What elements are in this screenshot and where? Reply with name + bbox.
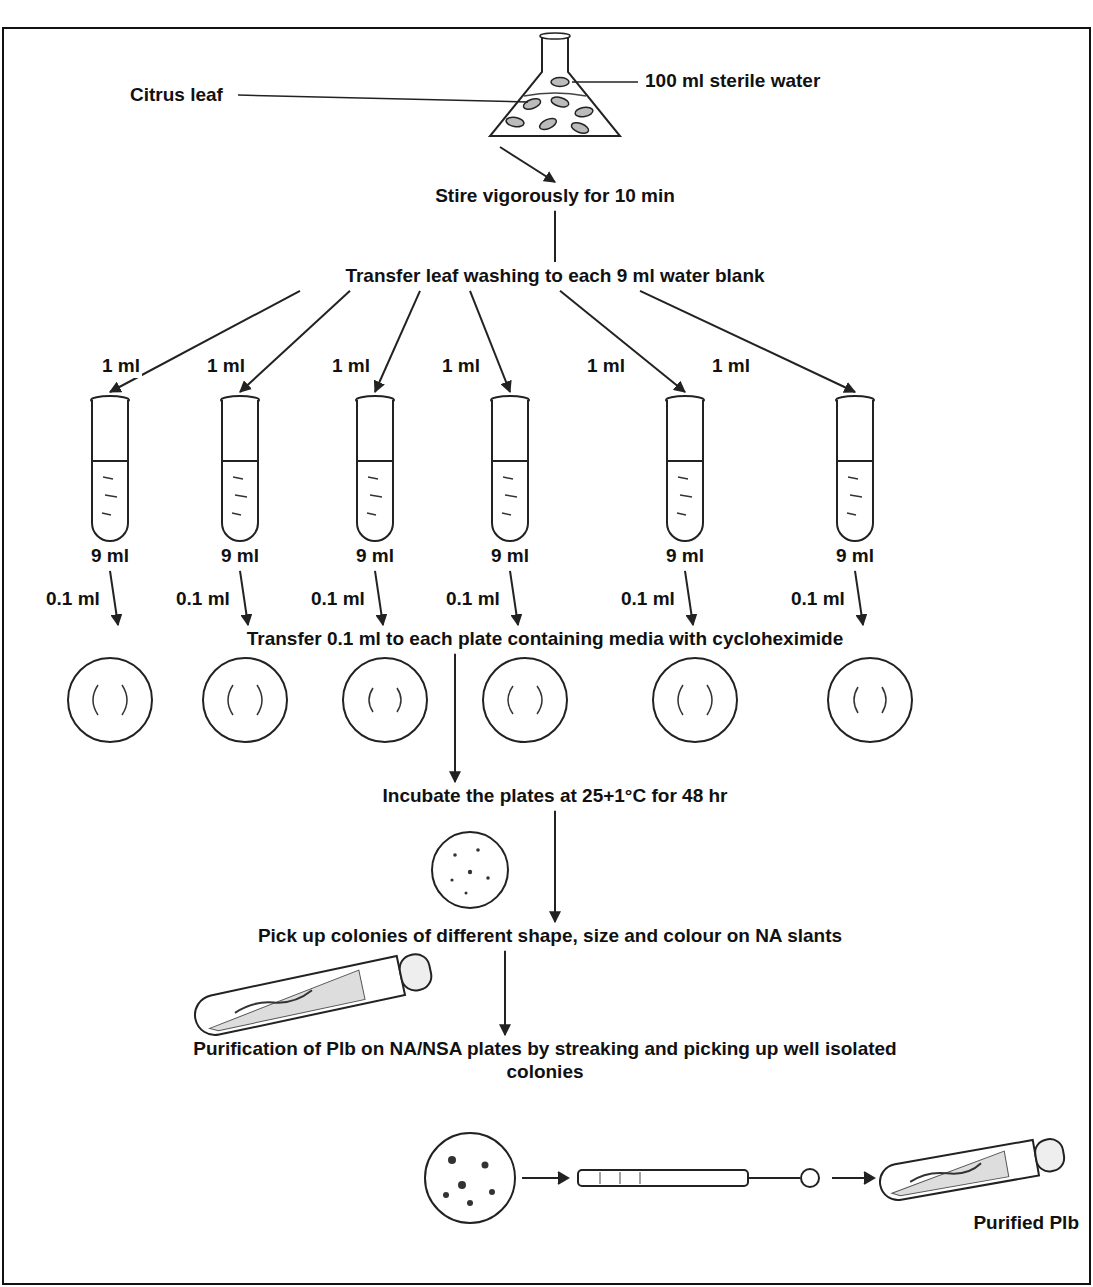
- plate-swirls: [93, 685, 886, 715]
- tube-outline: [650, 395, 720, 545]
- volume-label: 9 ml: [650, 545, 720, 568]
- volume-label: 1 ml: [100, 355, 142, 378]
- flow-arrow: [375, 571, 383, 625]
- flow-arrow: [510, 571, 518, 625]
- result-label: Purified Plb: [870, 1212, 1085, 1235]
- volume-label: 0.1 ml: [444, 588, 502, 611]
- test-tube: 9 ml: [650, 395, 720, 568]
- step-text: Purification of Plb on NA/NSA plates by …: [185, 1038, 905, 1084]
- flow-arrow: [685, 571, 693, 625]
- step-text: Purification of Plb on NA/NSA plates by …: [185, 1038, 905, 1084]
- step-text: Stire vigorously for 10 min: [305, 185, 805, 208]
- tube-outline: [75, 395, 145, 545]
- volume-label: 1 ml: [710, 355, 752, 378]
- volume-label: 0.1 ml: [44, 588, 102, 611]
- volume-label: 1 ml: [205, 355, 247, 378]
- tube-outline: [205, 395, 275, 545]
- flow-arrow: [554, 211, 556, 262]
- step-text: Incubate the plates at 25+1°C for 48 hr: [205, 785, 905, 808]
- volume-label: 9 ml: [340, 545, 410, 568]
- test-tube: 9 ml: [475, 395, 545, 568]
- agar-plates: [68, 658, 912, 742]
- volume-label: 9 ml: [75, 545, 145, 568]
- tube-outline: [820, 395, 890, 545]
- volume-label: 9 ml: [205, 545, 275, 568]
- volume-label: 0.1 ml: [309, 588, 367, 611]
- volume-label: 9 ml: [475, 545, 545, 568]
- step-text: Stire vigorously for 10 min: [305, 185, 805, 208]
- test-tube: 9 ml: [205, 395, 275, 568]
- tube-outline: [475, 395, 545, 545]
- flow-arrow: [375, 291, 420, 392]
- volume-label: 1 ml: [585, 355, 627, 378]
- flow-arrow: [640, 291, 855, 392]
- flow-arrow: [454, 654, 456, 782]
- inoculating-loop: [578, 1169, 819, 1187]
- flow-arrow: [500, 147, 555, 182]
- volume-label: 0.1 ml: [789, 588, 847, 611]
- tube-outline: [340, 395, 410, 545]
- step-text: Transfer leaf washing to each 9 ml water…: [155, 265, 955, 288]
- flow-arrow: [855, 571, 863, 625]
- step-text: Incubate the plates at 25+1°C for 48 hr: [205, 785, 905, 808]
- slant-outline: [870, 1132, 1085, 1212]
- incubated-plate: [432, 832, 508, 908]
- flask-label: Citrus leaf: [130, 84, 223, 107]
- volume-label: 1 ml: [330, 355, 372, 378]
- step-text: Pick up colonies of different shape, siz…: [80, 925, 1020, 948]
- test-tube: 9 ml: [75, 395, 145, 568]
- volume-label: 0.1 ml: [174, 588, 232, 611]
- volume-label: 9 ml: [820, 545, 890, 568]
- test-tube: 9 ml: [820, 395, 890, 568]
- volume-label: 0.1 ml: [619, 588, 677, 611]
- step-text: Transfer 0.1 ml to each plate containing…: [40, 628, 1050, 651]
- step-text: Transfer leaf washing to each 9 ml water…: [155, 265, 955, 288]
- test-tube: 9 ml: [340, 395, 410, 568]
- flow-arrow: [240, 571, 248, 625]
- flow-arrow: [110, 571, 118, 625]
- volume-label: 100 ml sterile water: [645, 70, 820, 93]
- flask-node: Citrus leaf 100 ml sterile water: [120, 32, 880, 144]
- flow-arrow: [554, 811, 556, 922]
- na-slant: [191, 950, 434, 1039]
- colonies: [450, 848, 489, 894]
- figure-frame: [3, 28, 1090, 1284]
- step-text: Transfer 0.1 ml to each plate containing…: [40, 628, 1050, 651]
- flow-arrow: [560, 291, 685, 392]
- streak-plate: [425, 1133, 515, 1223]
- purified-slant: Purified Plb: [870, 1132, 1085, 1235]
- flow-arrow: [504, 951, 506, 1035]
- volume-label: 1 ml: [440, 355, 482, 378]
- isolated-colonies: [443, 1156, 495, 1206]
- step-text: Pick up colonies of different shape, siz…: [80, 925, 1020, 948]
